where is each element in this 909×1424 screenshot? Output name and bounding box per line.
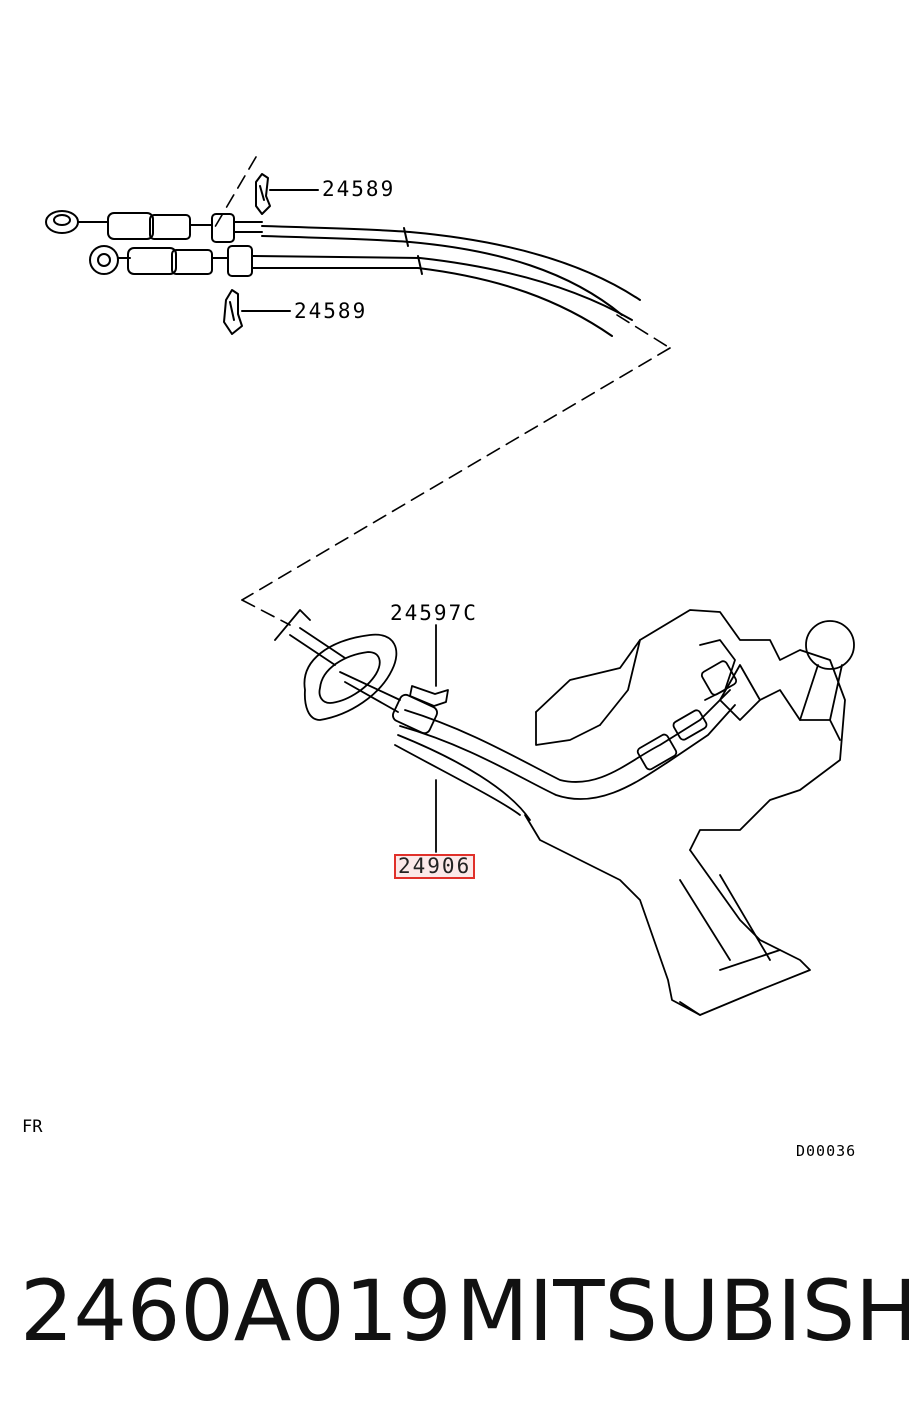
- callout-clip-lower: 24589: [294, 299, 368, 323]
- clip-upper: [255, 173, 319, 215]
- clip-lower: [223, 289, 291, 335]
- cable-end-lower: [89, 245, 633, 337]
- direction-label: FR: [22, 1117, 43, 1137]
- cable-end-upper: [45, 210, 641, 316]
- callout-cable-assy-highlighted[interactable]: 24906: [394, 854, 476, 879]
- callout-bolt: 24597C: [390, 601, 478, 625]
- callout-clip-upper: 24589: [322, 177, 396, 201]
- parts-diagram: [45, 156, 855, 1016]
- brand-name: MITSUBISHI: [456, 1262, 909, 1360]
- shifter-assembly: [274, 609, 855, 1016]
- diagram-code: D00036: [796, 1142, 857, 1160]
- part-number: 2460A019: [20, 1262, 452, 1360]
- part-caption: 2460A019 MITSUBISHI: [0, 1262, 909, 1372]
- dashed-reference-lines: [211, 156, 671, 626]
